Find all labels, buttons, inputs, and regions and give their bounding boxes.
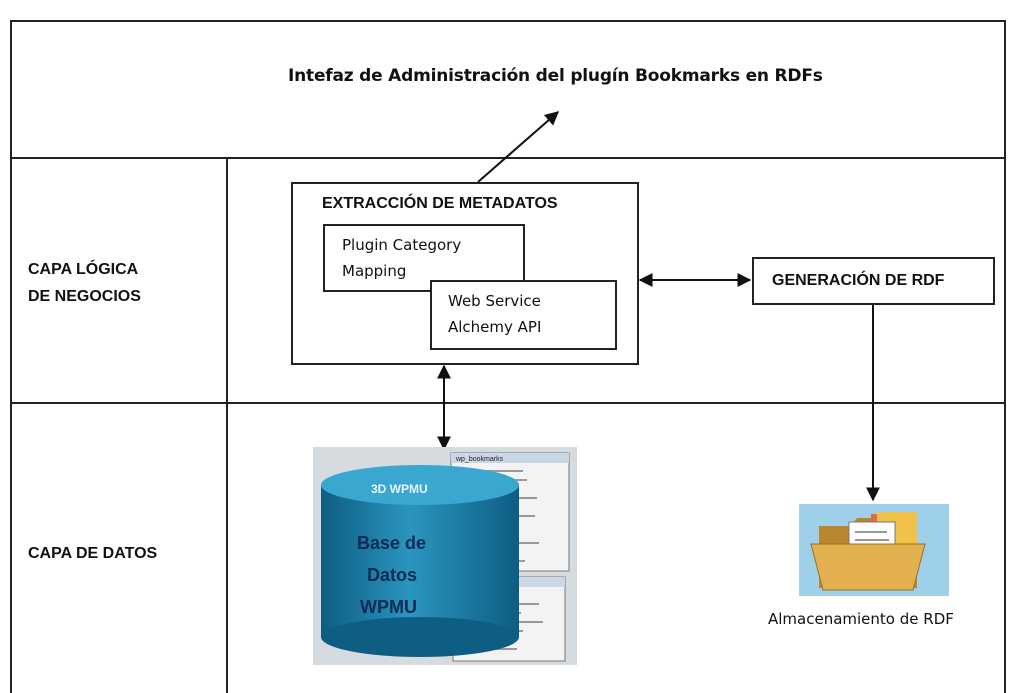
database-cylinder-icon: wp_bookmarks wp_bugs_bk 3D WPMU Base de … — [321, 452, 570, 662]
header-divider-line — [10, 157, 1006, 159]
web-service-line2: Alchemy API — [448, 318, 542, 336]
diagram-title: Intefaz de Administración del plugín Boo… — [288, 66, 823, 86]
business-layer-label-line2: DE NEGOCIOS — [28, 288, 141, 305]
frame-left-line — [10, 20, 12, 693]
folder-icon — [810, 512, 926, 591]
database-line2: Datos — [367, 565, 417, 585]
layer-divider-line — [10, 402, 1006, 404]
web-service-line1: Web Service — [448, 292, 541, 310]
web-service-text: Web Service Alchemy API — [448, 288, 541, 340]
database-line3: WPMU — [360, 597, 417, 617]
web-service-box — [430, 280, 617, 350]
database-line1: Base de — [357, 533, 426, 553]
frame-right-line — [1004, 20, 1006, 693]
database-badge: 3D WPMU — [371, 482, 428, 496]
plugin-line2: Mapping — [342, 262, 407, 280]
metadata-extraction-title: EXTRACCIÓN DE METADATOS — [322, 195, 558, 212]
business-layer-label-line1: CAPA LÓGICA — [28, 261, 139, 278]
arrow-to-interface — [477, 111, 560, 183]
data-layer-label: CAPA DE DATOS — [28, 545, 158, 562]
frame-top-line — [10, 20, 1006, 22]
table1-name: wp_bookmarks — [455, 456, 504, 463]
rdf-storage-caption: Almacenamiento de RDF — [768, 610, 954, 628]
rdf-generation-title: GENERACIÓN DE RDF — [772, 272, 945, 289]
plugin-category-mapping-text: Plugin Category Mapping — [342, 232, 461, 284]
database-illustration: wp_bookmarks wp_bugs_bk 3D WPMU Base de … — [313, 447, 577, 665]
plugin-line1: Plugin Category — [342, 236, 462, 254]
rdf-storage-illustration — [799, 504, 949, 596]
label-column-line — [226, 157, 228, 693]
business-layer-label: CAPA LÓGICA DE NEGOCIOS — [28, 256, 141, 310]
rdf-generation-box — [752, 257, 995, 305]
